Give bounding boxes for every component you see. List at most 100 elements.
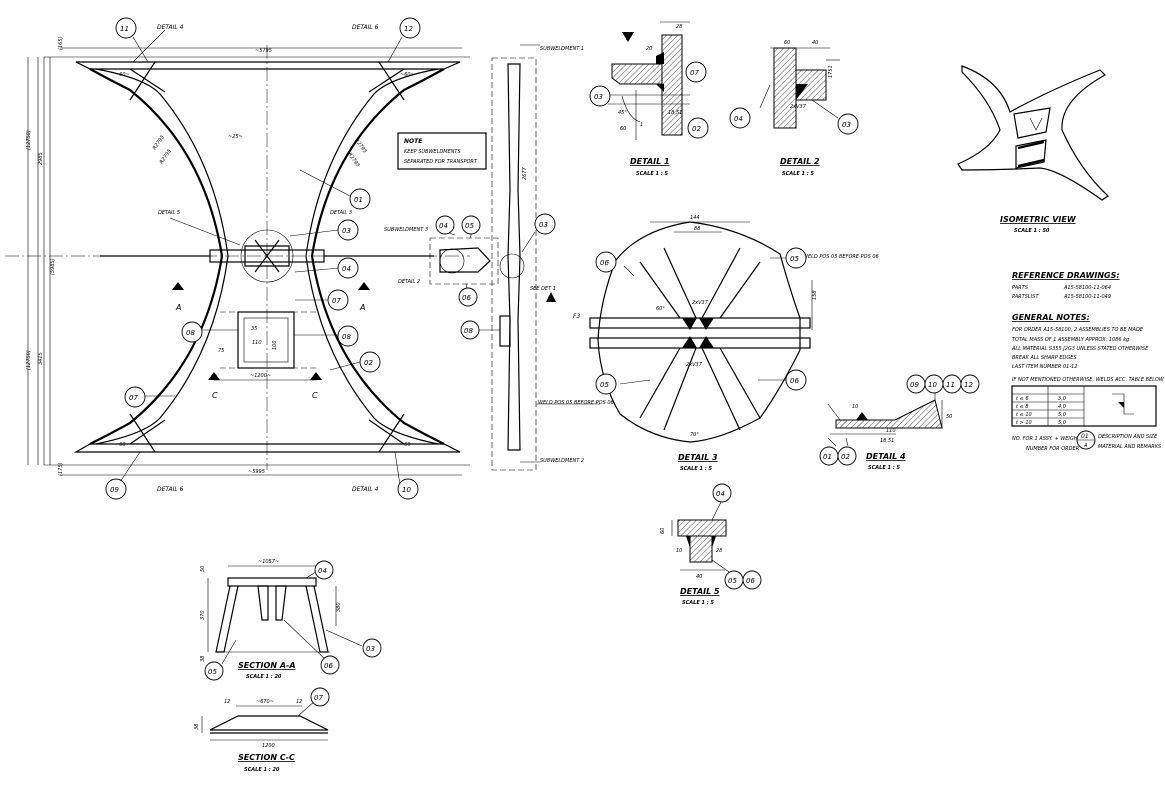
detail-6-bottom-label: DETAIL 6 <box>157 486 184 493</box>
svg-text:04: 04 <box>318 567 327 575</box>
svg-text:06: 06 <box>324 662 333 670</box>
dim-box-w2: 110 <box>252 340 262 346</box>
balloon-12-main: 12 <box>399 17 421 39</box>
svg-text:08: 08 <box>464 327 473 335</box>
svg-text:10: 10 <box>402 486 411 494</box>
detail-1-labels: F 20 28 45° 18,51 1 60 DETAIL 1 SCALE 1 … <box>618 24 682 177</box>
detail-3 <box>589 221 813 443</box>
iso-scale: SCALE 1 : 50 <box>1014 228 1050 234</box>
balloon-04-saa: 04 <box>314 560 334 580</box>
balloon-05-side: 05 <box>461 215 481 235</box>
detail-1-d1: 1 <box>640 122 643 128</box>
svg-text:02: 02 <box>692 125 701 133</box>
detail-3-d158: 158 <box>812 290 818 300</box>
detail-1-d28: 28 <box>676 24 682 30</box>
detail-4-d110: 110 <box>886 428 896 434</box>
dim-upper-h: 2985 <box>38 152 44 165</box>
detail-1 <box>608 21 690 140</box>
r-left-2: R2795 <box>159 148 173 165</box>
weld-table: IF NOT MENTIONED OTHERWISE, WELDS ACC. T… <box>1011 377 1165 427</box>
legend-left-1: NO. FOR 1 ASSY. + WEIGHT <box>1012 436 1081 442</box>
section-cc-scale: SCALE 1 : 20 <box>244 767 280 773</box>
section-c-left: C <box>212 391 218 400</box>
balloon-06-d3-top: 06 <box>595 251 617 273</box>
section-aa-scale: SCALE 1 : 20 <box>246 674 282 680</box>
section-c-c-labels: ~670~ 12 12 1200 38 SECTION C-C SCALE 1 … <box>194 699 302 773</box>
r-left-1: R2795 <box>152 134 166 151</box>
dim-lower-total: (12750) <box>26 350 32 370</box>
section-cc-d-h: 38 <box>194 724 200 730</box>
refs-list-label: PARTSLIST <box>1012 294 1039 300</box>
detail-5-title: DETAIL 5 <box>680 587 720 596</box>
see-detail-1: SEE DET 1 <box>530 286 556 292</box>
svg-text:03: 03 <box>842 121 851 129</box>
detail-2 <box>759 47 840 129</box>
r-right-2: R2795 <box>346 152 360 169</box>
svg-text:07: 07 <box>332 297 341 305</box>
dim-section: ~1200~ <box>250 373 271 379</box>
balloon-07-d1: 07 <box>685 61 707 83</box>
weld-row-1-t: t ≤ 8 <box>1016 404 1029 410</box>
notes-title: GENERAL NOTES: <box>1012 313 1090 322</box>
balloon-07-main-l: 07 <box>124 386 146 408</box>
svg-text:04: 04 <box>734 115 743 123</box>
svg-text:12: 12 <box>964 381 973 389</box>
svg-text:11: 11 <box>120 25 129 33</box>
side-view <box>429 44 600 471</box>
dim-mid: (5985) <box>50 258 56 275</box>
svg-text:09: 09 <box>910 381 919 389</box>
balloon-09-d4: 09 <box>906 374 926 394</box>
svg-text:03: 03 <box>366 645 375 653</box>
detail-2-callout: DETAIL 2 <box>398 279 420 285</box>
section-aa-d-h: 370 <box>200 610 206 620</box>
section-cc-d-12a: 12 <box>224 699 230 705</box>
detail-3-ref: F3 <box>573 313 580 320</box>
detail-3-scale: SCALE 1 : 5 <box>680 466 712 472</box>
svg-text:03: 03 <box>539 221 548 229</box>
section-a-right: A <box>359 303 365 312</box>
refs-title: REFERENCE DRAWINGS: <box>1012 271 1120 280</box>
detail-5-d60: 60 <box>660 528 666 534</box>
svg-text:06: 06 <box>600 259 609 267</box>
detail-4 <box>827 390 943 447</box>
detail-3-d70: 70° <box>690 432 699 438</box>
detail-1-flag: F <box>626 36 629 42</box>
dim-box-h: 100 <box>272 340 278 350</box>
section-cc-d-top: ~670~ <box>256 699 274 705</box>
detail-1-d60: 60 <box>620 126 626 132</box>
balloon-06-saa: 06 <box>320 655 340 675</box>
balloon-04-d5: 04 <box>712 483 732 503</box>
svg-text:05: 05 <box>465 222 474 230</box>
legend-right-1: DESCRIPTION AND SIZE <box>1098 434 1158 440</box>
detail-1-d1851: 18,51 <box>668 110 682 116</box>
balloon-07-main-r: 07 <box>327 289 349 311</box>
detail-4-scale: SCALE 1 : 5 <box>868 465 900 471</box>
detail-5 <box>671 499 733 575</box>
legend-left-2: NUMBER FOR ORDER <box>1026 446 1079 452</box>
detail-5-d40: 40 <box>696 574 702 580</box>
balloon-12-d4: 12 <box>960 374 980 394</box>
balloon-03-saa: 03 <box>362 638 382 658</box>
weld-row-2-t: t ≤ 10 <box>1016 412 1032 418</box>
svg-text:07: 07 <box>314 694 323 702</box>
main-plan-view <box>5 29 470 486</box>
angle-tl: ~60~ <box>115 72 130 78</box>
weld-note-side: WELD POS 05 BEFORE POS 06 <box>538 400 614 406</box>
radius-center: ~25~ <box>228 134 243 140</box>
svg-text:10: 10 <box>928 381 937 389</box>
svg-text:04: 04 <box>439 222 448 230</box>
section-cc-title: SECTION C-C <box>238 753 295 762</box>
detail-4-d1851: 18,51 <box>880 438 894 444</box>
detail-5-labels: 60 10 28 40 DETAIL 5 SCALE 1 : 5 <box>660 528 722 606</box>
balloon-05-d3-top: 05 <box>785 247 807 269</box>
section-aa-title: SECTION A-A <box>238 661 296 670</box>
detail-4-d50: 50 <box>946 414 952 420</box>
section-cc-d-12b: 12 <box>296 699 302 705</box>
svg-text:07: 07 <box>129 394 138 402</box>
detail-1-title: DETAIL 1 <box>630 157 670 166</box>
section-aa-d-top: ~1057~ <box>258 559 279 565</box>
detail-2-title: DETAIL 2 <box>780 157 820 166</box>
notes-line-2: TOTAL MASS OF 1 ASSEMBLY APPROX. 1086 kg <box>1012 337 1129 343</box>
weld-note: IF NOT MENTIONED OTHERWISE, WELDS ACC. T… <box>1012 377 1165 383</box>
balloon-02-d1: 02 <box>687 117 709 139</box>
